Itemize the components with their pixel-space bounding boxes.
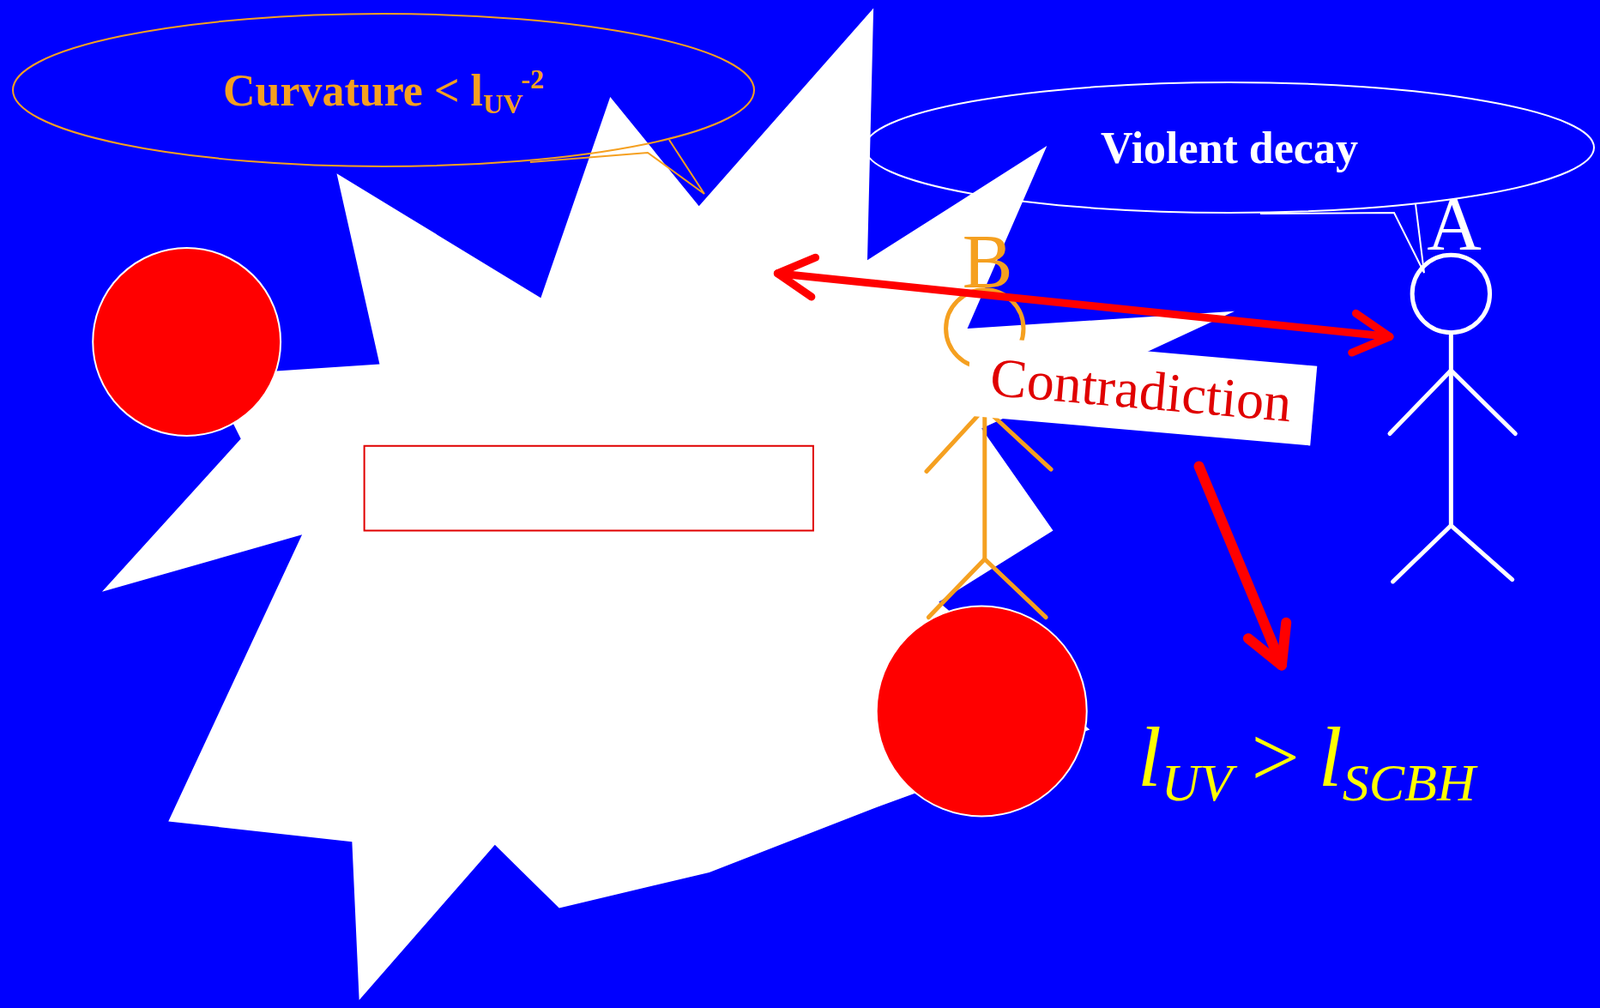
node-text: Contradiction bbox=[988, 345, 1295, 433]
figure-limb bbox=[1393, 525, 1452, 582]
arrow-head bbox=[1352, 313, 1390, 353]
figure-limb bbox=[926, 408, 985, 472]
node-text: UV bbox=[483, 88, 521, 120]
formula-part: l bbox=[1137, 709, 1162, 805]
bubble-tail bbox=[1260, 204, 1425, 273]
text-line: Curvature < lUV-2 bbox=[223, 65, 544, 116]
figure-limb bbox=[984, 559, 1046, 618]
node-text: Curvature < l bbox=[223, 66, 484, 115]
figure-limb bbox=[1450, 525, 1512, 580]
explosion-star bbox=[102, 8, 1235, 1001]
formula-part: SCBH bbox=[1342, 753, 1476, 812]
arrow-shaft bbox=[777, 273, 1390, 338]
observer-a-figure bbox=[1389, 254, 1516, 582]
arrow-head bbox=[777, 257, 816, 297]
formula-part: UV bbox=[1161, 753, 1233, 812]
speech-bubble: Curvature < lUV-2 bbox=[12, 12, 755, 168]
node-text: Violent decay bbox=[1100, 123, 1359, 173]
figure-limb bbox=[1449, 332, 1454, 526]
double-arrow bbox=[777, 257, 1390, 353]
down-arrow bbox=[1199, 466, 1287, 666]
text-line: Contradiction bbox=[987, 344, 1294, 436]
figure-limb bbox=[1389, 370, 1451, 435]
figure-limb bbox=[928, 559, 985, 618]
figure-head bbox=[1412, 254, 1490, 333]
bubble-ellipse bbox=[864, 82, 1594, 213]
observer-label: B bbox=[962, 223, 1014, 300]
bubble-ellipse bbox=[12, 13, 755, 167]
callout-box: Contradiction bbox=[965, 335, 1317, 446]
bubble-tail bbox=[530, 139, 705, 194]
figure-letter: A bbox=[1426, 181, 1482, 266]
speech-bubble: Violent decay bbox=[863, 81, 1595, 214]
figure-limb bbox=[1450, 370, 1516, 435]
arrow-shaft bbox=[1199, 466, 1282, 666]
red-ball bbox=[876, 606, 1087, 817]
node-text: -2 bbox=[520, 63, 544, 95]
observer-label: A bbox=[1426, 186, 1482, 262]
formula-part: l bbox=[1318, 709, 1343, 805]
empty-box bbox=[364, 446, 814, 532]
arrow-head bbox=[1248, 622, 1287, 666]
figure-letter: B bbox=[962, 219, 1014, 303]
formula: lUV>lSCBH bbox=[1137, 714, 1476, 801]
red-ball bbox=[92, 247, 281, 436]
formula-part: > bbox=[1250, 709, 1299, 805]
text-line: Violent decay bbox=[1100, 122, 1359, 174]
